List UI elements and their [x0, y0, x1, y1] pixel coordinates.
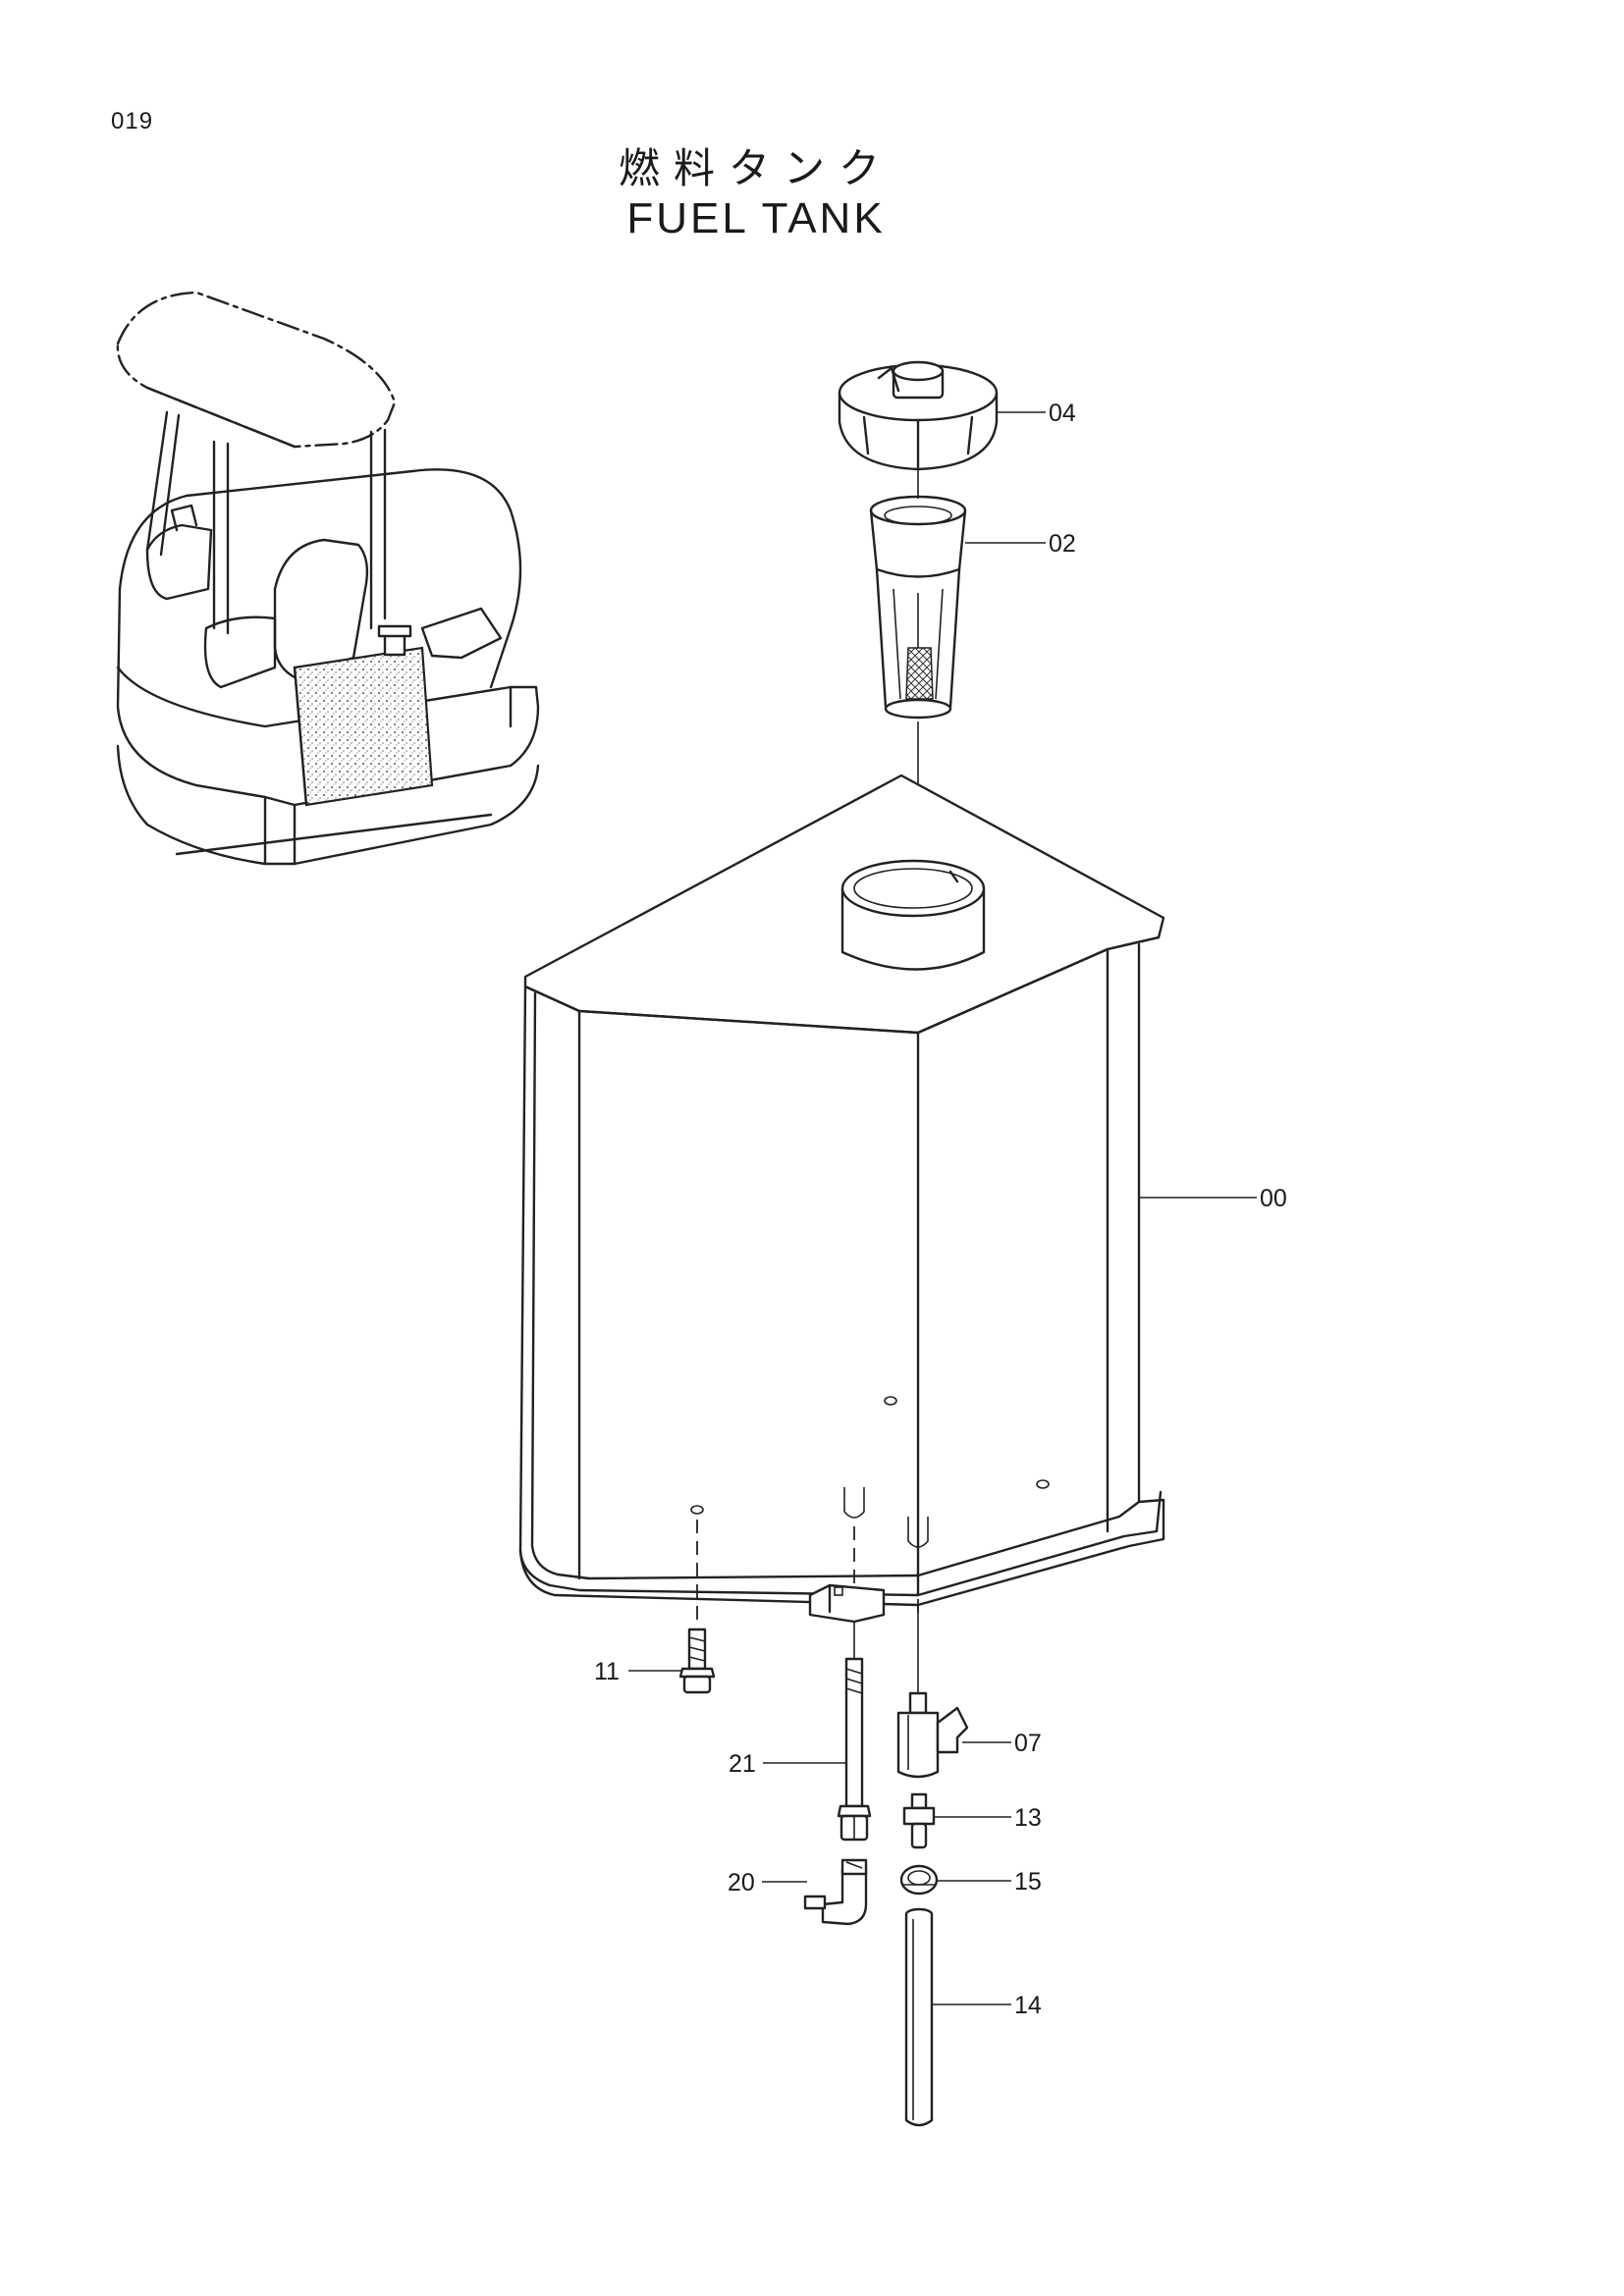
- part-label-21: 21: [729, 1750, 756, 1778]
- title-japanese: 燃料タンク: [618, 144, 893, 192]
- part-label-13: 13: [1014, 1804, 1042, 1832]
- part-20-elbow: [803, 1858, 868, 1926]
- part-label-00: 00: [1260, 1185, 1287, 1212]
- part-07-drain-cock: [896, 1691, 969, 1779]
- part-label-02: 02: [1049, 530, 1076, 558]
- machine-overview-inset: [116, 291, 540, 866]
- page-number: 019: [111, 108, 154, 134]
- part-13-adapter: [902, 1792, 936, 1849]
- part-label-07: 07: [1014, 1730, 1042, 1757]
- part-00-fuel-tank: [518, 774, 1165, 1624]
- part-04-filler-cap: [838, 360, 999, 471]
- part-14-hose: [904, 1907, 934, 2127]
- part-label-04: 04: [1049, 400, 1076, 427]
- part-15-hose-clamp: [899, 1864, 939, 1896]
- part-21-pipe: [837, 1657, 872, 1842]
- part-label-14: 14: [1014, 1992, 1042, 2019]
- part-label-11: 11: [594, 1658, 620, 1685]
- part-02-strainer: [869, 495, 967, 720]
- part-label-20: 20: [728, 1869, 755, 1896]
- part-11-bolt: [678, 1628, 716, 1694]
- title-english: FUEL TANK: [626, 194, 886, 242]
- part-label-15: 15: [1014, 1868, 1042, 1896]
